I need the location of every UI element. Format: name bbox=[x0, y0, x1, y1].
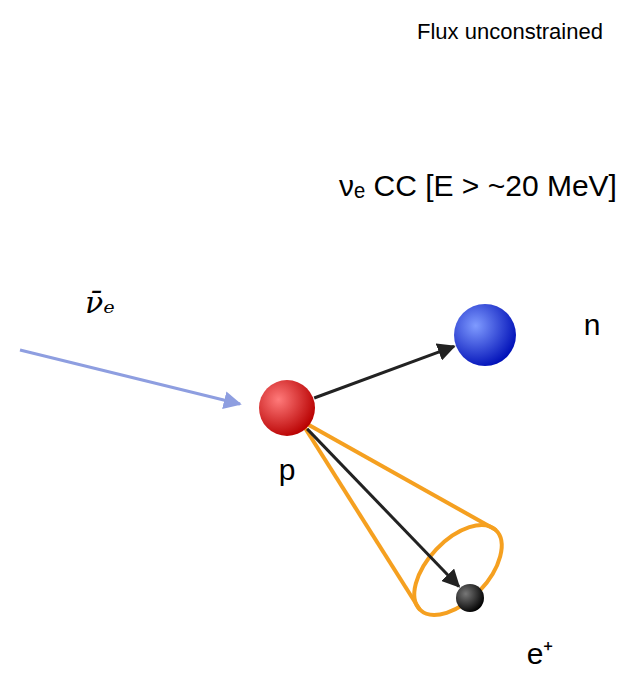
ball-shape bbox=[454, 304, 516, 366]
particle-track bbox=[314, 346, 454, 398]
cone-rim bbox=[398, 509, 517, 630]
particle-ball: n bbox=[454, 304, 516, 366]
cone-side bbox=[300, 420, 496, 530]
particle-label: n bbox=[584, 308, 601, 342]
title: νₑ CC [E > ~20 MeV] bbox=[339, 169, 617, 203]
ball bbox=[456, 584, 484, 612]
cone-side bbox=[300, 420, 420, 610]
particle-track bbox=[307, 429, 459, 587]
particle-label: ν̄ₑ bbox=[85, 285, 115, 320]
particle-label: p bbox=[279, 453, 296, 487]
incoming-neutrino bbox=[20, 350, 240, 404]
particle-label: e⁺ bbox=[527, 632, 554, 673]
particle-ball: e⁺ bbox=[456, 584, 484, 612]
ball bbox=[454, 304, 516, 366]
note: Flux unconstrained bbox=[417, 19, 603, 45]
ball bbox=[259, 380, 315, 436]
particle-ball: p bbox=[259, 380, 315, 436]
ball-shape bbox=[456, 584, 484, 612]
ball-shape bbox=[259, 380, 315, 436]
